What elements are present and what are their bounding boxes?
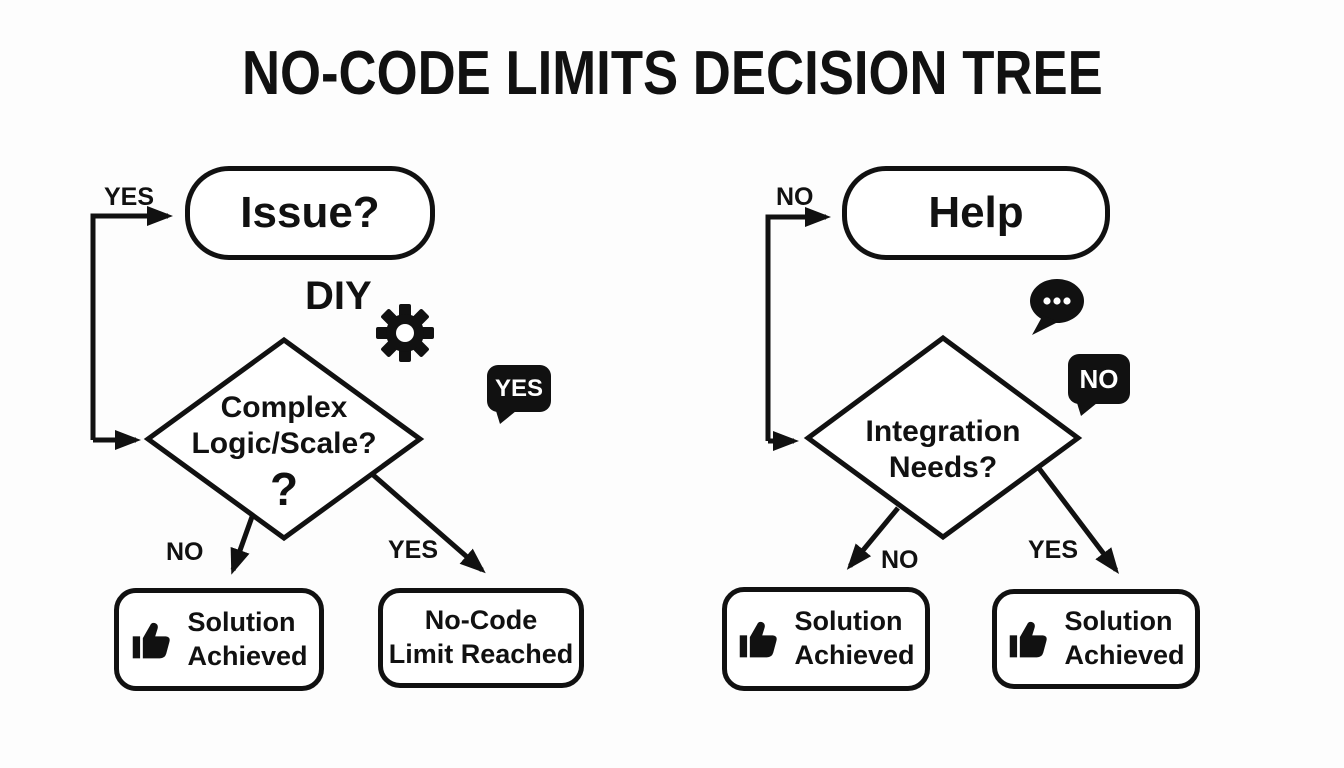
gear-icon bbox=[376, 304, 434, 362]
right-outcome-no-solution-achieved: Solution Achieved bbox=[722, 587, 930, 691]
left-loop-connector bbox=[90, 206, 173, 450]
left-outcome-solution-achieved: Solution Achieved bbox=[114, 588, 324, 691]
yes-callout-text: YES bbox=[494, 374, 544, 402]
thumbs-up-icon bbox=[740, 621, 778, 658]
left-branch-no-arrow bbox=[230, 513, 256, 575]
right-branch-yes-arrow bbox=[1036, 465, 1120, 574]
thumbs-up-icon bbox=[1010, 621, 1048, 658]
yes-callout-bubble: YES bbox=[487, 365, 551, 424]
help-node: Help bbox=[842, 166, 1110, 260]
left-decision-text: Complex Logic/Scale? bbox=[191, 391, 377, 460]
outcome-text: No-Code Limit Reached bbox=[388, 605, 574, 669]
left-branch-no-label: NO bbox=[166, 538, 204, 566]
diy-label: DIY bbox=[305, 274, 372, 318]
left-loop-label: YES bbox=[104, 183, 155, 211]
outcome-text: Solution Achieved bbox=[187, 606, 308, 671]
right-branch-no-arrow bbox=[846, 506, 900, 570]
right-branch-yes-label: YES bbox=[1028, 536, 1079, 564]
left-branch-yes-label: YES bbox=[388, 536, 439, 564]
outcome-text: Solution Achieved bbox=[1064, 606, 1185, 670]
left-decision-question-mark: ? bbox=[269, 463, 299, 515]
right-outcome-yes-solution-achieved: Solution Achieved bbox=[992, 589, 1200, 689]
page-title: NO-CODE LIMITS DECISION TREE bbox=[241, 39, 1103, 108]
right-decision-diamond bbox=[803, 334, 1083, 541]
right-branch-no-label: NO bbox=[881, 546, 919, 574]
left-decision-diamond bbox=[143, 336, 425, 542]
right-loop-label: NO bbox=[776, 183, 814, 211]
outcome-text: Solution Achieved bbox=[794, 606, 915, 670]
chat-bubble-icon bbox=[1030, 279, 1084, 335]
issue-node: Issue? bbox=[185, 166, 435, 260]
left-branch-yes-arrow bbox=[370, 472, 486, 574]
no-callout-text: NO bbox=[1079, 363, 1119, 394]
help-node-label: Help bbox=[928, 188, 1024, 237]
thumbs-up-icon bbox=[133, 622, 171, 658]
issue-node-label: Issue? bbox=[240, 188, 380, 237]
left-outcome-limit-reached: No-Code Limit Reached bbox=[378, 588, 584, 688]
right-decision-text: Integration Needs? bbox=[865, 415, 1021, 484]
right-loop-connector bbox=[765, 207, 831, 451]
no-callout-bubble: NO bbox=[1068, 354, 1130, 416]
